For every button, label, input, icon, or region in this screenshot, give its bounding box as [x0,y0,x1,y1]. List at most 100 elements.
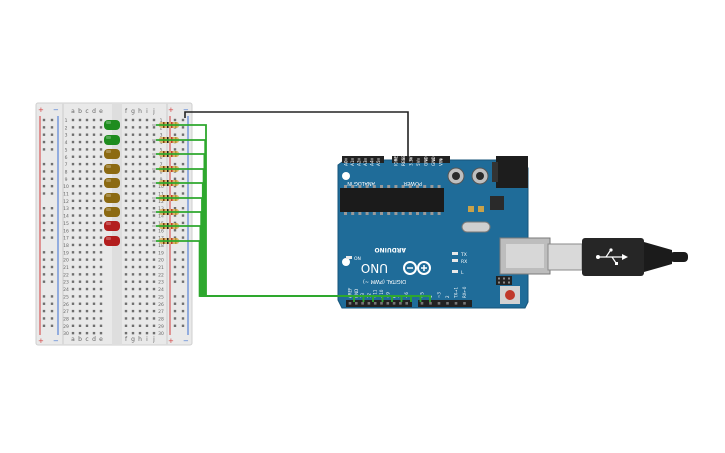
column-letter: d [92,108,96,115]
rail-hole [181,258,185,261]
breadboard-hole [99,133,103,136]
breadboard-hole [92,207,96,210]
header-pin [355,302,358,305]
breadboard-hole [131,207,135,210]
breadboard-hole [78,155,82,158]
breadboard-hole [71,177,75,180]
row-number: 19 [158,250,164,256]
wire-gnd[interactable] [184,111,409,160]
breadboard-hole [145,177,149,180]
led[interactable] [104,149,120,159]
column-letter: i [146,108,148,115]
row-number: 12 [63,199,69,205]
chip-pin [365,185,369,188]
breadboard-hole [85,133,89,136]
breadboard-hole [145,192,149,195]
usb-plug-metal [547,243,583,271]
column-letter: i [146,336,148,343]
chip-pin [365,212,369,215]
breadboard-hole [138,331,142,335]
breadboard-hole [99,280,103,283]
breadboard-hole [92,162,96,166]
breadboard-hole [145,184,149,188]
breadboard-hole [138,258,142,261]
led[interactable] [104,207,120,217]
breadboard-hole [92,258,96,261]
led[interactable] [104,164,120,174]
chip-pin [416,212,419,215]
voltage-regulator [490,196,504,210]
breadboard-hole [71,280,75,283]
rail-hole [181,118,185,122]
breadboard-hole [145,162,149,166]
rail-hole [42,236,46,239]
led-body [104,236,120,246]
header-pin [432,158,435,161]
column-letter: g [131,336,135,343]
led-body [104,149,120,159]
breadboard-hole [138,133,142,136]
breadboard-hole [138,140,142,144]
rail-hole [173,258,177,261]
pin-label: A0 [344,160,349,166]
breadboard-hole [71,324,75,327]
rx-label: RX [461,259,467,265]
breadboard-hole [124,155,128,158]
breadboard-hole [99,265,103,269]
chip-pin [351,185,355,188]
breadboard-hole [71,295,75,298]
breadboard-hole [145,280,149,283]
rail-hole [42,273,46,276]
row-number: 9 [160,177,163,183]
breadboard-hole [71,309,75,313]
reset-button-cap[interactable] [505,290,515,300]
rail-hole [173,265,177,269]
rail-hole [181,162,185,166]
rail-hole [42,177,46,180]
led[interactable] [104,193,120,203]
rail-hole [42,251,46,254]
row-number: 7 [65,162,68,168]
breadboard-hole [124,140,128,144]
breadboard-hole [71,126,75,129]
breadboard-hole [92,221,96,225]
row-number: 2 [65,125,68,131]
breadboard-hole [71,192,75,195]
breadboard-hole [99,199,103,203]
breadboard-hole [152,155,156,158]
breadboard-hole [92,133,96,136]
pin-label: GND [424,156,429,166]
row-number: 28 [158,316,164,322]
breadboard-hole [152,243,156,247]
led[interactable] [104,135,120,145]
wire-signal[interactable] [156,240,355,302]
breadboard-hole [78,280,82,283]
power-jack [496,156,528,188]
breadboard-hole [92,295,96,298]
breadboard-hole [71,273,75,276]
rail-hole [173,324,177,327]
column-letter: f [125,108,128,115]
rail-hole [173,207,177,210]
header-pin [420,302,424,305]
breadboard-hole [145,273,149,276]
row-number: 12 [158,199,164,205]
breadboard-hole [85,118,89,122]
pin-label: A1 [350,160,355,166]
led[interactable] [104,120,120,130]
row-number: 1 [160,118,163,124]
led[interactable] [104,221,120,231]
breadboard-hole [92,148,96,151]
breadboard-hole [131,295,135,298]
breadboard-hole [92,273,96,276]
breadboard-hole [99,243,103,247]
breadboard-hole [138,126,142,129]
chip-pin [408,185,412,188]
led[interactable] [104,236,120,246]
led[interactable] [104,178,120,188]
breadboard-hole [131,214,135,217]
breadboard-hole [152,192,156,195]
header-pin [463,302,466,305]
breadboard-hole [145,155,149,158]
